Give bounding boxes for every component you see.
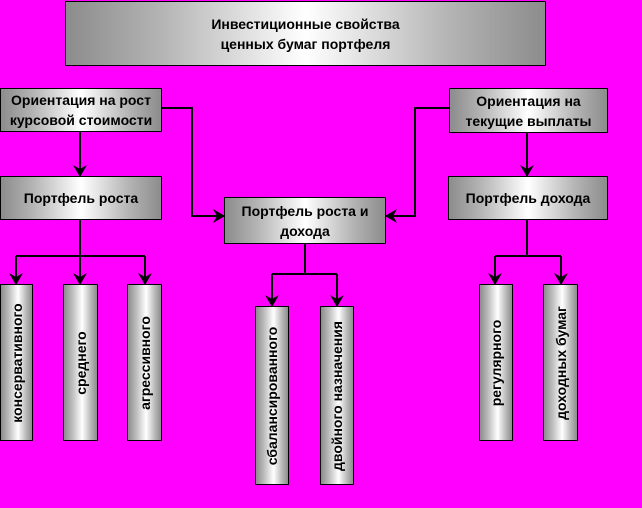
growth-type-aggressive-label: агрессивного (136, 315, 153, 410)
right-orientation-box: Ориентация на текущие выплаты (449, 88, 608, 133)
arrow-right-orientation-to-mixed (385, 107, 449, 223)
mixed-type-dual: двойного назначения (320, 306, 354, 485)
left-orientation-box: Ориентация на рост курсовой стоимости (0, 88, 162, 132)
mixed-portfolio-line-2: дохода (280, 222, 330, 239)
mixed-portfolio-line-1: Портфель роста и (241, 202, 369, 219)
growth-type-medium: среднего (63, 284, 98, 441)
growth-type-medium-label: среднего (72, 330, 89, 395)
income-type-securities-label: доходных бумаг (552, 305, 569, 420)
growth-type-conservative: консервативного (0, 284, 33, 441)
growth-portfolio-box: Портфель роста (0, 176, 162, 220)
mixed-type-dual-label: двойного назначения (329, 320, 345, 471)
right-orientation-line-2: текущие выплаты (465, 112, 592, 129)
income-type-securities: доходных бумаг (543, 284, 578, 441)
right-orientation-line-1: Ориентация на (476, 92, 581, 109)
title-line-1: Инвестиционные свойства (211, 15, 400, 32)
income-portfolio-box: Портфель дохода (448, 176, 608, 220)
left-orientation-line-1: Ориентация на рост (11, 92, 151, 108)
mixed-portfolio-box: Портфель роста и дохода (224, 197, 386, 244)
income-portfolio-label: Портфель дохода (465, 190, 591, 206)
title-line-2: ценных бумаг портфеля (220, 35, 391, 52)
left-orientation-line-2: курсовой стоимости (9, 112, 153, 128)
title-box: Инвестиционные свойства ценных бумаг пор… (65, 1, 546, 66)
income-type-regular-label: регулярного (488, 319, 504, 406)
arrow-left-orientation-to-mixed (162, 107, 225, 223)
growth-type-aggressive: агрессивного (127, 284, 162, 441)
income-type-regular: регулярного (479, 284, 513, 441)
growth-portfolio-label: Портфель роста (23, 190, 139, 206)
mixed-type-balanced-label: сбалансированного (264, 326, 280, 465)
mixed-type-balanced: сбалансированного (255, 306, 289, 485)
growth-type-conservative-label: консервативного (8, 302, 25, 423)
